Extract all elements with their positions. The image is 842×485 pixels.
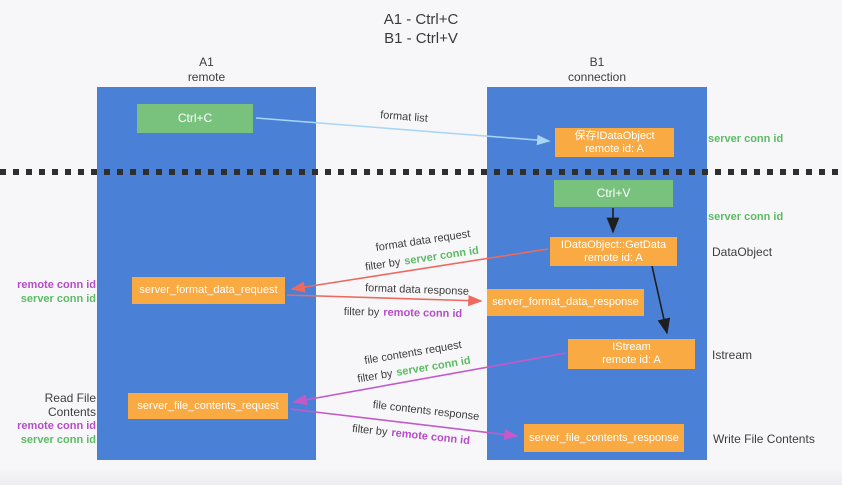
node-ctrl-v: Ctrl+V <box>554 180 673 207</box>
diagram-title: A1 - Ctrl+C B1 - Ctrl+V <box>0 10 842 48</box>
read-file-contents-label: Read File Contents <box>44 391 96 419</box>
title-line-1: A1 - Ctrl+C <box>383 11 459 28</box>
lane-a1-subtitle: remote <box>187 70 226 84</box>
node-server-format-data-request: server_format_data_request <box>132 277 285 304</box>
arrow-format-data-response <box>286 294 483 307</box>
lane-header-b1: B1 connection <box>487 55 707 85</box>
arrow-file-contents-response <box>289 408 519 441</box>
node-getdata-line1: IDataObject::GetData <box>560 238 667 251</box>
remote-conn-id-text: remote conn id <box>383 306 463 321</box>
arrow-getdata-to-istream <box>651 265 671 335</box>
lane-a1-name: A1 <box>199 55 214 69</box>
remote-conn-id-label: remote conn id <box>17 279 96 291</box>
node-getdata-line2: remote id: A <box>584 251 643 264</box>
dotted-separator-line <box>0 169 842 175</box>
node-istream-line2: remote id: A <box>602 354 661 366</box>
node-save-idataobject-line1: 保存IDataObject <box>574 129 655 142</box>
node-server-file-contents-request: server_file_contents_request <box>128 393 288 419</box>
arrow-format-list <box>255 117 551 146</box>
side-label-server-conn-id-mid: server conn id <box>708 211 784 223</box>
node-ctrl-v-label: Ctrl+V <box>596 186 631 200</box>
node-istream-line1: IStream <box>612 341 651 353</box>
node-save-idataobject-line2: remote id: A <box>585 142 644 155</box>
node-ctrl-c: Ctrl+C <box>137 104 253 133</box>
node-server-format-data-response-label: server_format_data_response <box>492 296 639 308</box>
node-server-format-data-response: server_format_data_response <box>487 289 644 316</box>
server-conn-id-label: server conn id <box>20 434 96 446</box>
bottom-fade <box>0 467 842 485</box>
filter-by-text: filter by <box>343 305 380 319</box>
side-label-dataobject: DataObject <box>712 245 773 259</box>
side-label-write-file-contents: Write File Contents <box>713 432 815 446</box>
lane-b1-subtitle: connection <box>567 70 627 84</box>
node-server-file-contents-response: server_file_contents_response <box>524 424 684 452</box>
arrow-file-contents-request <box>292 352 567 406</box>
node-server-file-contents-request-label: server_file_contents_request <box>137 399 279 412</box>
node-ctrl-c-label: Ctrl+C <box>177 111 213 125</box>
side-label-read-file-contents-block: Read File Contents remote conn id server… <box>0 391 96 447</box>
remote-conn-id-label: remote conn id <box>17 420 96 432</box>
node-istream: IStream remote id: A <box>568 339 695 369</box>
node-server-format-data-request-label: server_format_data_request <box>139 284 278 296</box>
node-server-file-contents-response-label: server_file_contents_response <box>529 431 679 444</box>
node-idataobject-getdata: IDataObject::GetData remote id: A <box>550 237 677 266</box>
arrow-format-data-request <box>290 248 549 293</box>
side-label-istream: Istream <box>712 348 753 362</box>
node-save-idataobject: 保存IDataObject remote id: A <box>555 128 674 157</box>
lane-b1-name: B1 <box>589 55 605 69</box>
lane-header-a1: A1 remote <box>97 55 316 85</box>
server-conn-id-label: server conn id <box>20 293 96 305</box>
side-label-conn-ids-upper: remote conn id server conn id <box>0 278 96 306</box>
title-line-2: B1 - Ctrl+V <box>384 30 458 47</box>
side-label-server-conn-id-top: server conn id <box>708 133 784 145</box>
